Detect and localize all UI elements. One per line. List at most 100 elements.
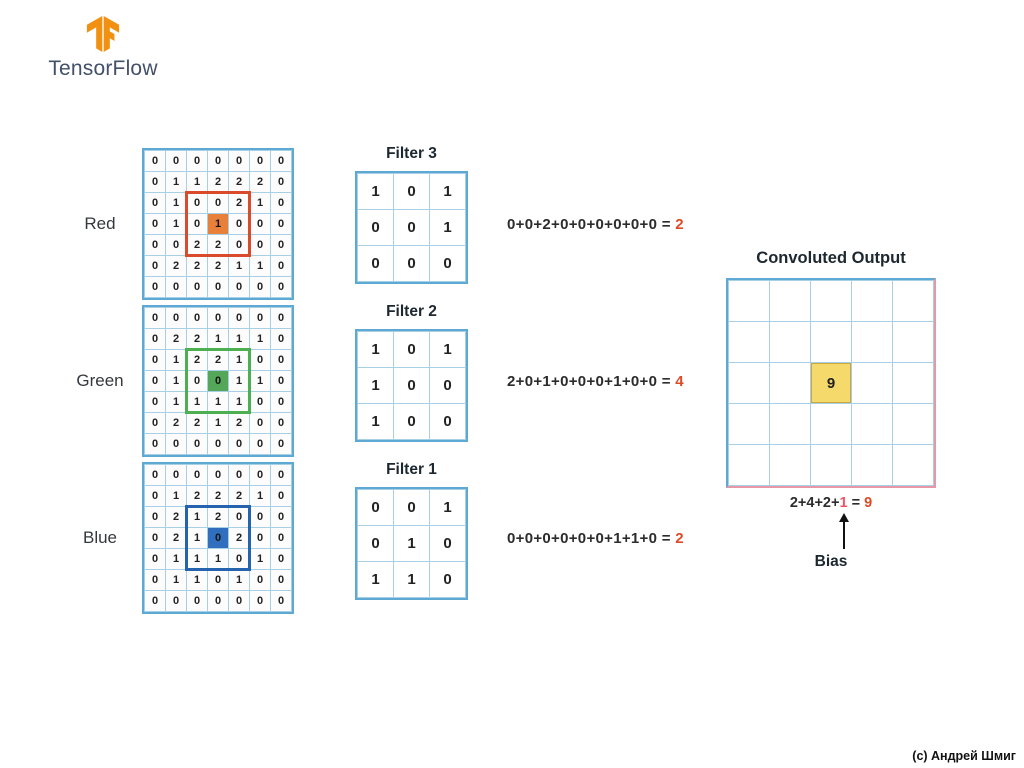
grid-cell: 0 [229, 308, 249, 328]
grid-cell: 2 [208, 172, 228, 192]
grid-cell: 0 [271, 434, 291, 454]
grid-cell: 1 [229, 392, 249, 412]
grid-cell: 0 [208, 308, 228, 328]
grid-cell: 0 [394, 246, 429, 281]
grid-cell: 0 [394, 368, 429, 403]
grid-cell: 0 [271, 465, 291, 485]
grid-cell: 0 [145, 151, 165, 171]
convoluted-output-title: Convoluted Output [756, 249, 906, 267]
grid-cell: 0 [271, 549, 291, 569]
grid-cell: 0 [430, 404, 465, 439]
grid-cell: 0 [208, 371, 228, 391]
grid-cell: 1 [250, 256, 270, 276]
grid-cell: 0 [250, 214, 270, 234]
grid-cell: 0 [187, 151, 207, 171]
grid-cell: 0 [187, 591, 207, 611]
grid-cell: 1 [187, 507, 207, 527]
grid-cell: 0 [250, 465, 270, 485]
grid-cell: 0 [187, 277, 207, 297]
grid-cell: 2 [229, 193, 249, 213]
grid-cell: 1 [208, 549, 228, 569]
channel-label-red: Red [84, 214, 116, 233]
grid-cell: 0 [271, 256, 291, 276]
grid-cell: 1 [229, 570, 249, 590]
grid-cell: 0 [271, 371, 291, 391]
output-cell [811, 404, 851, 444]
output-cell [852, 322, 892, 362]
grid-cell: 0 [166, 235, 186, 255]
grid-cell: 2 [187, 413, 207, 433]
equation-blue-result: 2 [675, 530, 684, 547]
grid-cell: 0 [166, 151, 186, 171]
output-cell [893, 363, 933, 403]
grid-cell: 1 [394, 562, 429, 597]
grid-cell: 1 [187, 570, 207, 590]
grid-cell: 2 [208, 486, 228, 506]
grid-cell: 1 [358, 404, 393, 439]
output-cell [729, 281, 769, 321]
grid-cell: 0 [394, 332, 429, 367]
bias-arrow-line [843, 521, 845, 549]
grid-cell: 0 [271, 151, 291, 171]
bias-label: Bias [814, 553, 848, 570]
grid-cell: 0 [271, 570, 291, 590]
grid-cell: 0 [145, 528, 165, 548]
grid-cell: 0 [187, 371, 207, 391]
grid-cell: 1 [208, 214, 228, 234]
grid-cell: 1 [250, 193, 270, 213]
grid-cell: 0 [430, 368, 465, 403]
grid-cell: 0 [250, 591, 270, 611]
grid-cell: 0 [430, 526, 465, 561]
output-grid-frame: 9 [726, 278, 936, 488]
grid-cell: 0 [145, 256, 165, 276]
grid-cell: 2 [208, 256, 228, 276]
grid-cell: 0 [271, 172, 291, 192]
grid-cell: 0 [358, 490, 393, 525]
grid-cell: 1 [358, 368, 393, 403]
output-cell [770, 322, 810, 362]
convoluted-output-block: Convoluted Output 9 2+4+2+1 = 9 Bias [726, 249, 936, 571]
grid-cell: 1 [250, 549, 270, 569]
output-cell [770, 404, 810, 444]
grid-cell: 0 [271, 329, 291, 349]
grid-cell: 1 [394, 526, 429, 561]
grid-cell: 0 [271, 507, 291, 527]
grid-cell: 2 [208, 350, 228, 370]
grid-cell: 0 [145, 549, 165, 569]
output-cell [852, 281, 892, 321]
grid-cell: 0 [229, 277, 249, 297]
output-cell [729, 363, 769, 403]
grid-cell: 1 [358, 562, 393, 597]
grid-cell: 0 [187, 214, 207, 234]
grid-cell: 0 [229, 507, 249, 527]
grid-cell: 0 [145, 371, 165, 391]
grid-cell: 1 [358, 174, 393, 209]
grid-cell: 1 [166, 392, 186, 412]
grid-cell: 0 [187, 308, 207, 328]
equation-green-expression: 2+0+1+0+0+0+1+0+0 = [507, 373, 671, 390]
output-cell [811, 281, 851, 321]
grid-cell: 1 [208, 413, 228, 433]
grid-cell: 0 [250, 350, 270, 370]
grid-cell: 2 [229, 486, 249, 506]
grid-cell: 0 [358, 246, 393, 281]
tensorflow-brand: TensorFlow [38, 16, 168, 81]
grid-cell: 1 [229, 256, 249, 276]
grid-cell: 2 [187, 329, 207, 349]
grid-cell: 0 [145, 277, 165, 297]
grid-cell: 1 [187, 172, 207, 192]
grid-cell: 0 [166, 277, 186, 297]
tensorflow-wordmark: TensorFlow [48, 57, 158, 80]
grid-cell: 0 [271, 413, 291, 433]
grid-cell: 0 [208, 591, 228, 611]
grid-cell: 0 [430, 562, 465, 597]
grid-cell: 0 [145, 172, 165, 192]
grid-cell: 0 [394, 210, 429, 245]
grid-cell: 0 [187, 465, 207, 485]
